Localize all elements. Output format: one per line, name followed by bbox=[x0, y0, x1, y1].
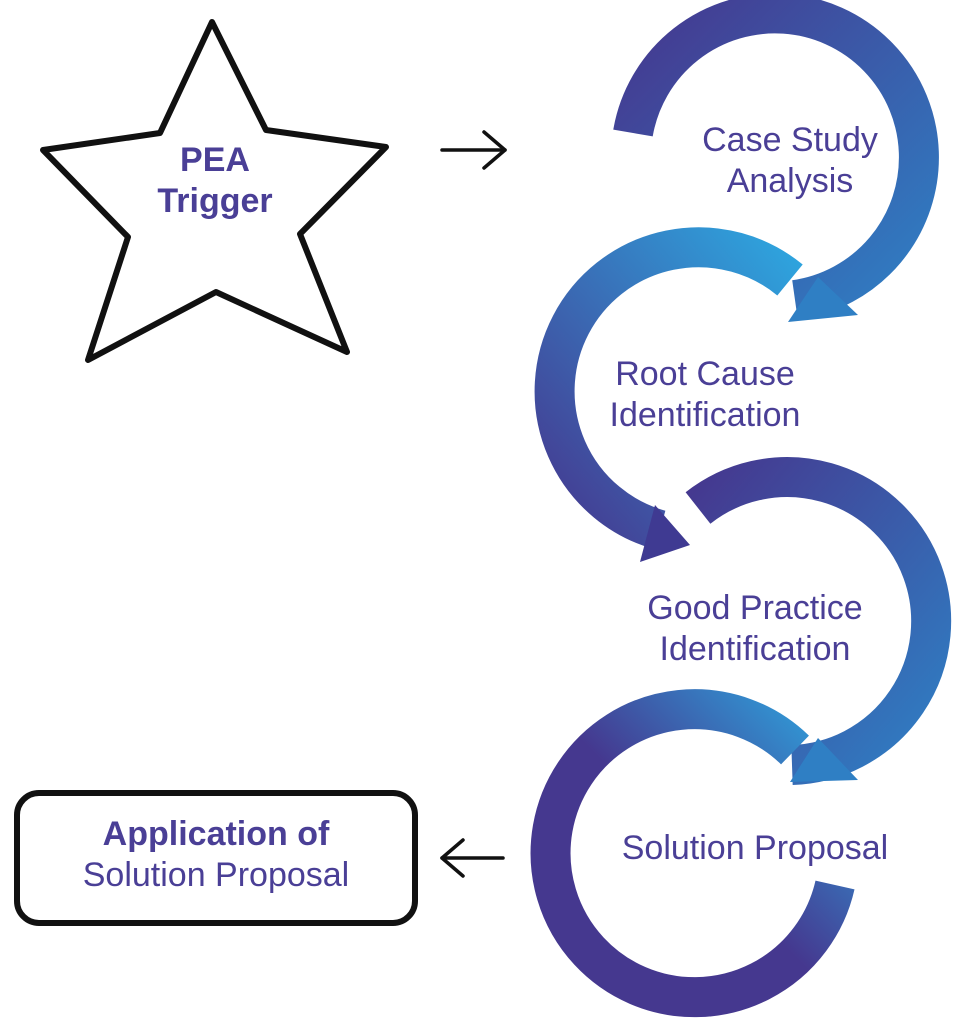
arrow-right-icon bbox=[440, 130, 507, 170]
trigger-line-2: Trigger bbox=[157, 182, 273, 221]
output-line-2: Solution Proposal bbox=[82, 856, 350, 895]
cycle-arc-4 bbox=[530, 689, 855, 1018]
output-line-1: Application of bbox=[102, 815, 330, 853]
step-4-line-1: Solution Proposal bbox=[621, 829, 889, 867]
trigger-label: PEA Trigger bbox=[115, 140, 315, 223]
cycle-arc-3 bbox=[685, 457, 952, 785]
step-2-line-2: Identification bbox=[609, 396, 801, 435]
step-3-label: Good Practice Identification bbox=[610, 588, 900, 671]
step-2-label: Root Cause Identification bbox=[565, 354, 845, 437]
step-1-label: Case Study Analysis bbox=[670, 120, 910, 203]
step-4-label: Solution Proposal bbox=[595, 828, 915, 869]
step-2-line-1: Root Cause bbox=[615, 355, 795, 393]
trigger-line-1: PEA bbox=[180, 141, 250, 179]
output-box bbox=[14, 790, 418, 926]
arrow-left-icon bbox=[440, 838, 505, 878]
output-label: Application of Solution Proposal bbox=[25, 814, 407, 897]
step-3-line-1: Good Practice bbox=[647, 589, 863, 627]
cycle-arc-2 bbox=[534, 227, 803, 562]
cycle-arc-1 bbox=[613, 0, 939, 322]
star-shape bbox=[40, 19, 389, 363]
step-1-line-2: Analysis bbox=[726, 162, 854, 201]
step-1-line-1: Case Study bbox=[702, 121, 878, 159]
step-3-line-2: Identification bbox=[659, 630, 851, 669]
